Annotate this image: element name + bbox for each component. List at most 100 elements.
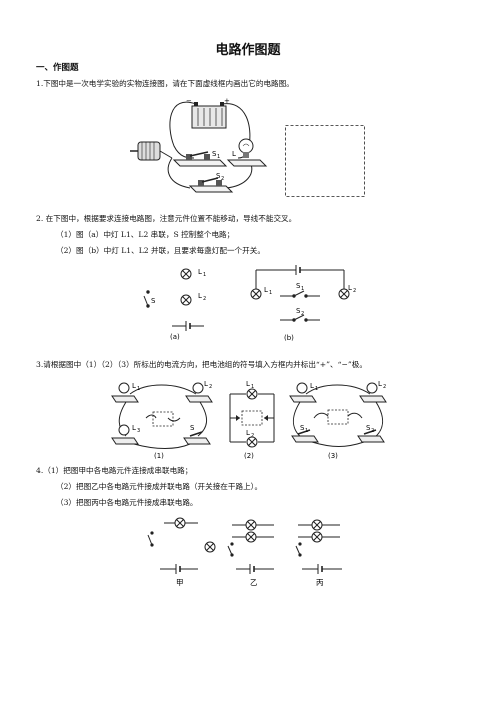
q1-physical-circuit: − + S 1 L xyxy=(130,97,268,193)
switch-icon xyxy=(147,531,154,547)
svg-text:L: L xyxy=(132,382,136,390)
q1-text: 1.下图中是一次电学实验的实物连接图，请在下面虚线框内画出它的电路图。 xyxy=(36,79,294,88)
q4-diagram-jia: 甲 xyxy=(147,517,216,587)
svg-text:1: 1 xyxy=(269,290,272,296)
svg-text:S: S xyxy=(366,424,371,432)
battery-icon xyxy=(236,564,274,574)
s2-label: S xyxy=(216,172,221,180)
q4-line3: （3）把图丙中各电路元件接成串联电路。 xyxy=(56,498,198,507)
lamp-icon xyxy=(204,541,216,553)
lamp-l1-icon xyxy=(180,268,192,280)
svg-text:1: 1 xyxy=(305,428,308,434)
lamp-label: L xyxy=(232,150,236,158)
svg-text:L: L xyxy=(348,284,352,292)
svg-text:L: L xyxy=(198,268,202,276)
switch-icon xyxy=(227,542,234,557)
motor-icon xyxy=(130,141,173,161)
battery-icon xyxy=(191,102,227,129)
svg-text:2: 2 xyxy=(221,176,224,182)
svg-text:L: L xyxy=(246,380,250,388)
caption-a: (a) xyxy=(170,333,180,341)
q3-box-2 xyxy=(241,410,263,426)
lamp-l2-icon xyxy=(359,382,387,403)
lamp-l1-icon xyxy=(246,388,258,400)
switch-s2-icon xyxy=(188,177,234,193)
q4-line2: （2）把图乙中各电路元件接成并联电路（开关接在干路上）。 xyxy=(56,482,263,491)
svg-text:S: S xyxy=(296,282,301,290)
svg-text:2: 2 xyxy=(371,428,374,434)
caption-3: (3) xyxy=(328,452,338,460)
q2-diagram-b: L 1 L 2 S 1 S 2 (b) xyxy=(250,265,356,342)
svg-text:3: 3 xyxy=(137,428,140,434)
lamp-l3-icon xyxy=(111,424,139,445)
q4-diagram-yi: 乙 xyxy=(227,519,274,587)
battery-icon xyxy=(160,564,198,574)
svg-text:L: L xyxy=(246,429,250,437)
plus-label: + xyxy=(224,97,230,105)
battery-icon xyxy=(172,321,204,331)
arrow-icon xyxy=(264,415,268,421)
svg-text:2: 2 xyxy=(203,296,206,302)
svg-text:S: S xyxy=(296,307,301,315)
svg-text:1: 1 xyxy=(217,154,220,160)
switch-icon xyxy=(295,542,302,557)
svg-text:1: 1 xyxy=(301,286,304,292)
svg-text:L: L xyxy=(310,382,314,390)
q4-line1: 4.（1）把图甲中各电路元件连接成串联电路； xyxy=(36,466,193,475)
battery-icon xyxy=(302,564,342,574)
svg-text:1: 1 xyxy=(315,386,318,392)
q2-sub2: （2）图（b）中灯 L1、L2 并联，且要求每盏灯配一个开关。 xyxy=(56,246,265,255)
caption-2: (2) xyxy=(244,452,254,460)
caption-bing: 丙 xyxy=(316,578,324,587)
switch-s2-icon xyxy=(280,314,320,322)
section-heading: 一、作图题 xyxy=(36,63,79,73)
svg-text:L: L xyxy=(198,292,202,300)
switch-s1-icon xyxy=(172,151,228,167)
svg-text:2: 2 xyxy=(301,311,304,317)
switch-s2-icon xyxy=(357,429,385,443)
lamp-icon xyxy=(174,517,186,529)
svg-text:S: S xyxy=(190,424,195,432)
svg-text:L: L xyxy=(264,286,268,294)
arrow-icon xyxy=(236,415,240,421)
switch-s-icon xyxy=(143,290,150,308)
lamp-icon xyxy=(226,138,268,167)
q3-box-1 xyxy=(152,411,174,427)
svg-text:S: S xyxy=(151,297,156,305)
minus-label: − xyxy=(186,97,192,105)
q2-diagram-a: L 1 L 2 S (a) xyxy=(143,268,206,341)
svg-text:L: L xyxy=(204,380,208,388)
lamp-icon xyxy=(311,519,323,531)
caption-b: (b) xyxy=(284,334,294,342)
q3-diagram-3: L 1 L 2 S 1 S 2 (3) xyxy=(289,380,387,460)
lamp-icon xyxy=(245,531,257,543)
caption-1: (1) xyxy=(154,452,164,460)
lamp-l1-icon xyxy=(111,382,139,403)
caption-yi: 乙 xyxy=(250,578,258,587)
switch-s1-icon xyxy=(280,290,320,298)
svg-text:1: 1 xyxy=(137,386,140,392)
q2-text: 2. 在下图中，根据要求连接电路图，注意元件位置不能移动，导线不能交叉。 xyxy=(36,214,297,223)
q3-diagram-2: L 1 L 2 (2) xyxy=(229,380,275,460)
s1-label: S xyxy=(212,150,217,158)
lamp-l2-icon xyxy=(246,436,258,448)
switch-s-icon xyxy=(183,431,211,445)
q1-answer-box xyxy=(285,125,365,197)
svg-text:L: L xyxy=(132,424,136,432)
svg-text:1: 1 xyxy=(251,384,254,390)
q3-box-3 xyxy=(327,409,349,425)
svg-text:S: S xyxy=(300,424,305,432)
q3-diagram-1: L 1 L 2 L 3 S (1) xyxy=(111,380,213,460)
svg-text:2: 2 xyxy=(353,288,356,294)
page-title: 电路作图题 xyxy=(215,43,281,58)
svg-text:2: 2 xyxy=(251,433,254,439)
lamp-l2-icon xyxy=(180,294,192,306)
svg-text:2: 2 xyxy=(383,384,386,390)
q3-text: 3.请根据图中（1）（2）（3）所标出的电流方向，把电池组的符号填入方框内并标出… xyxy=(36,360,367,369)
lamp-l2-icon xyxy=(338,288,350,300)
switch-s1-icon xyxy=(291,429,319,443)
caption-jia: 甲 xyxy=(176,578,184,587)
lamp-l1-icon xyxy=(289,382,317,403)
q4-diagram-bing: 丙 xyxy=(295,519,342,587)
svg-text:1: 1 xyxy=(203,272,206,278)
